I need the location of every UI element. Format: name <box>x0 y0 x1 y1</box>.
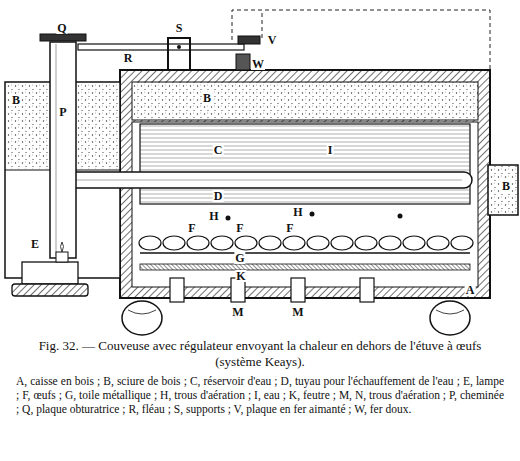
callout-letter: B <box>11 94 21 106</box>
callout-letter: M <box>291 306 304 318</box>
callout-letter: K <box>235 270 246 282</box>
egg <box>451 236 473 250</box>
dashed-wire <box>262 10 263 38</box>
foot <box>122 301 162 335</box>
air-tube <box>291 278 305 302</box>
foot <box>430 301 470 335</box>
callout-letter: A <box>465 284 476 296</box>
heating-pipe <box>60 172 472 188</box>
callout-letter: S <box>175 22 184 34</box>
callout-letter: G <box>234 252 245 264</box>
egg <box>283 236 305 250</box>
egg <box>403 236 425 250</box>
callout-letter: V <box>267 34 278 46</box>
callout-letter: I <box>327 144 334 156</box>
egg <box>163 236 185 250</box>
water-reservoir <box>140 124 470 204</box>
figure-caption: Fig. 32. — Couveuse avec régulateur envo… <box>30 338 490 370</box>
egg <box>427 236 449 250</box>
support <box>168 38 190 70</box>
lamp <box>22 262 78 284</box>
egg <box>379 236 401 250</box>
egg <box>211 236 233 250</box>
egg <box>235 236 257 250</box>
callout-letter: Q <box>56 22 67 34</box>
egg <box>355 236 377 250</box>
beam <box>78 44 244 50</box>
egg <box>139 236 161 250</box>
callout-letter: F <box>285 222 294 234</box>
callout-letter: B <box>202 92 212 104</box>
sawdust-right <box>488 165 518 215</box>
key-text: A, caisse en bois ; B, sciure de bois ; … <box>16 374 504 416</box>
callout-letter: E <box>30 238 40 250</box>
callout-letter: W <box>251 58 265 70</box>
callout-letter: D <box>213 190 224 202</box>
callout-letter: F <box>187 222 196 234</box>
callout-letter: P <box>58 106 67 118</box>
callout-letter: H <box>292 206 303 218</box>
callout-letter: M <box>231 306 244 318</box>
chimney <box>50 42 76 258</box>
egg <box>331 236 353 250</box>
soft-iron <box>236 54 250 70</box>
shutter-plate <box>40 34 86 41</box>
inner-chamber <box>132 122 478 287</box>
eggs <box>139 236 473 250</box>
sawdust-lid <box>132 82 478 120</box>
callout-letter: B <box>501 180 511 192</box>
egg <box>259 236 281 250</box>
magnet-plate <box>238 36 260 44</box>
air-tube <box>170 278 184 302</box>
air-tube <box>360 278 374 302</box>
felt <box>140 264 470 270</box>
callout-letter: H <box>208 210 219 222</box>
callout-letter: C <box>213 144 224 156</box>
wire-gauze <box>140 252 470 254</box>
callout-letter: R <box>123 52 134 64</box>
egg <box>307 236 329 250</box>
callout-letter: F <box>235 222 244 234</box>
egg <box>187 236 209 250</box>
